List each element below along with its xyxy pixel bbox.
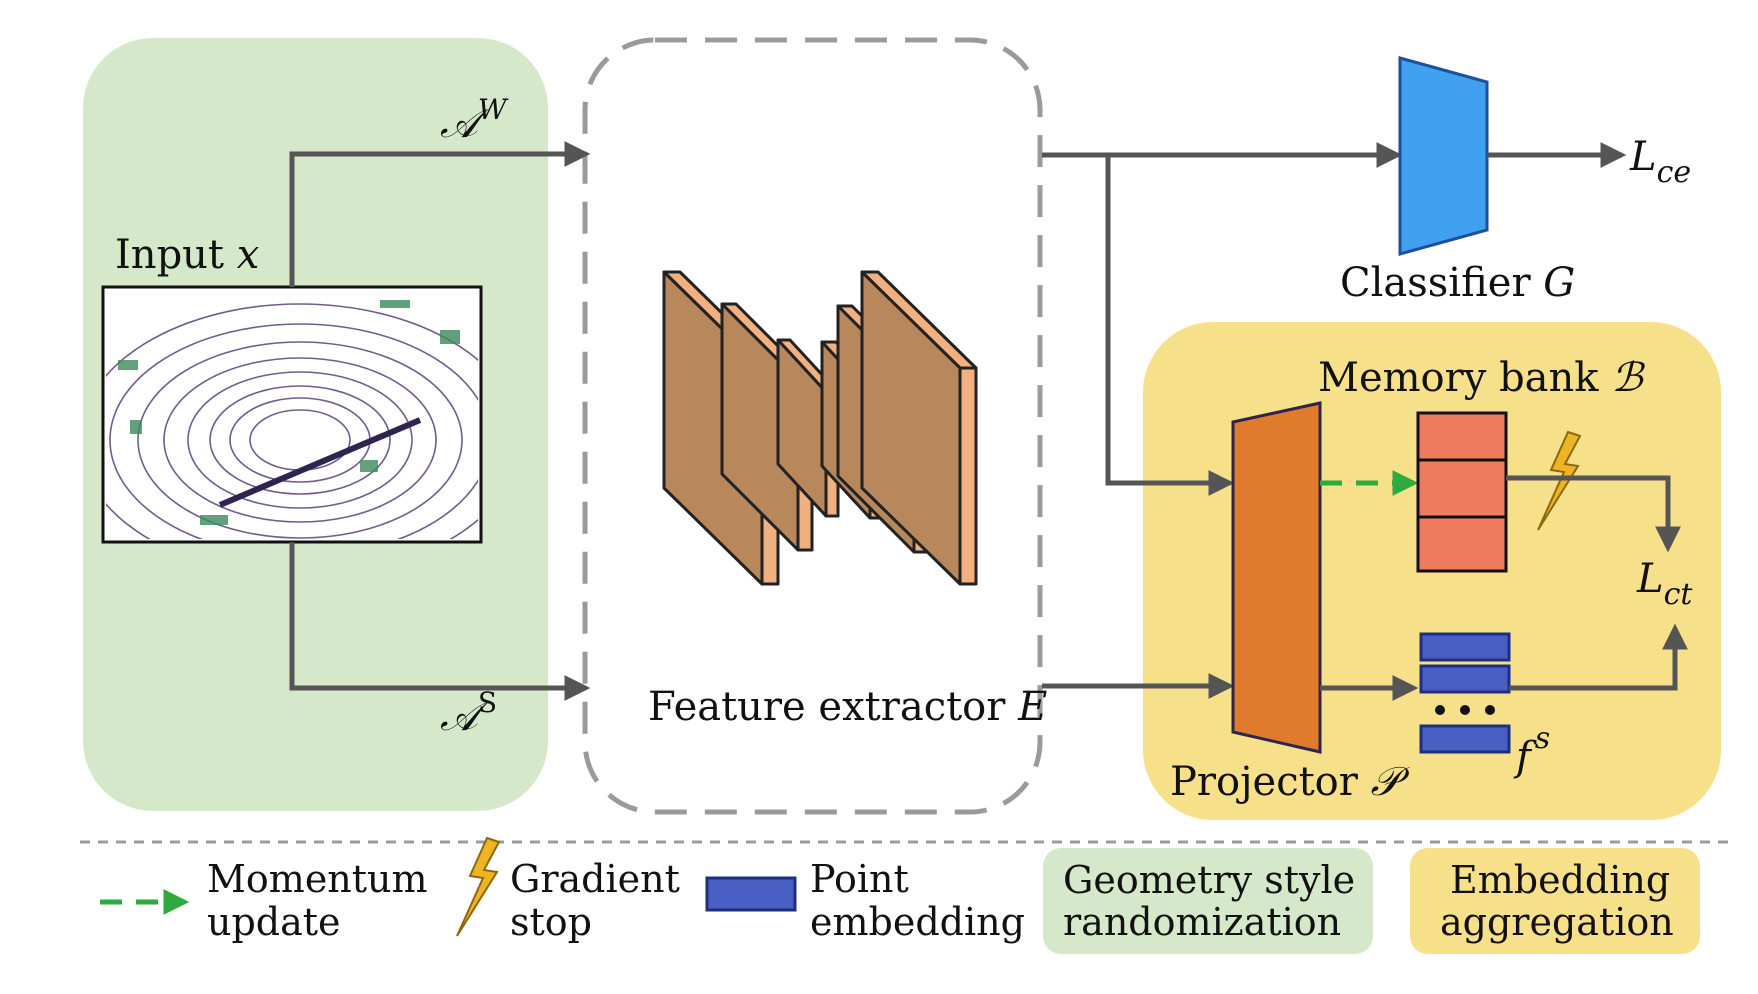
legend-momentum-line1: Momentum	[207, 857, 428, 901]
legend-embedding-swatch	[1410, 848, 1700, 954]
loss-ce-label: Lce	[1629, 134, 1691, 190]
legend-geometry-line2: randomization	[1063, 900, 1341, 944]
feature-extractor-label: Feature extractor E	[648, 684, 1047, 730]
weak-to-projector-arrow	[1105, 155, 1235, 496]
projector-label: Projector 𝒫	[1170, 759, 1411, 805]
gradient-stop-icon	[1537, 430, 1582, 531]
loss-ct-label: Lct	[1636, 556, 1693, 612]
legend-point-line2: embedding	[810, 900, 1025, 944]
strong-aug-arrow	[289, 542, 591, 701]
feature-extractor-box	[582, 37, 1043, 815]
weak-aug-arrow	[289, 141, 591, 287]
conv-layers-icon	[662, 270, 978, 586]
point-embedding-stack	[1419, 632, 1511, 754]
input-label: Input x	[115, 232, 259, 278]
legend-gradient-stop-icon	[456, 836, 501, 937]
classifier-label: Classifier G	[1340, 260, 1575, 306]
memory-bank-block	[1416, 411, 1508, 573]
legend-gradient-line1: Gradient	[510, 857, 680, 901]
legend-geometry-swatch	[1043, 848, 1373, 954]
memory-bank-label: Memory bank ℬ	[1318, 355, 1645, 401]
legend-momentum-line2: update	[207, 900, 341, 944]
input-lidar-image	[101, 285, 483, 544]
legend-point-embedding-swatch	[705, 876, 797, 912]
legend-embedding-line1: Embedding	[1450, 858, 1670, 902]
legend-gradient-line2: stop	[510, 900, 592, 944]
legend-geometry-line1: Geometry style	[1063, 858, 1355, 902]
legend-embedding-line2: aggregation	[1440, 900, 1674, 944]
memory-to-loss-arrow	[1506, 475, 1681, 553]
legend-point-line1: Point	[810, 857, 909, 901]
classifier-block	[1398, 56, 1489, 256]
projector-block	[1231, 401, 1322, 754]
embedding-to-loss-arrow	[1509, 623, 1688, 691]
